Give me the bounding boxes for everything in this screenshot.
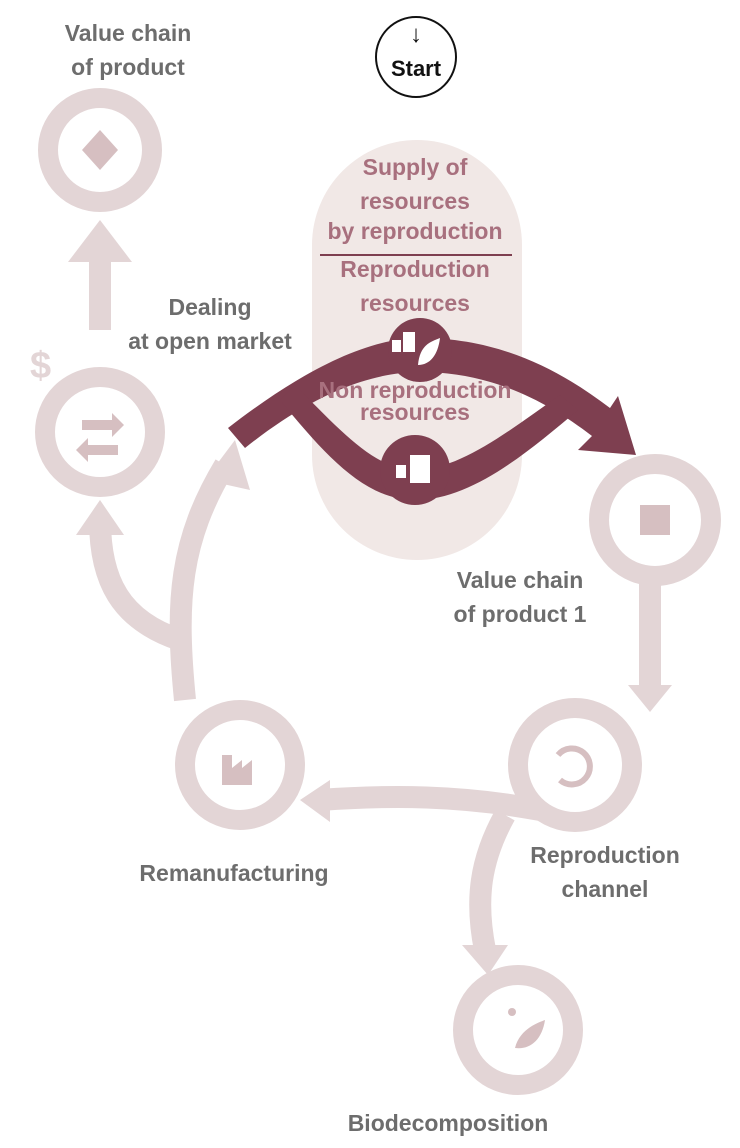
label-dealing-open-market: Dealing at open market [128,294,292,354]
down-arrow-icon: ↓ [410,21,422,48]
label-supply-of-resources: Supply of resources by reproduction [327,154,503,244]
square-icon [640,505,670,535]
upper-flow-band [228,338,636,455]
arrowhead-up-value-chain [68,220,132,262]
label-biodecomposition: Biodecomposition [347,1110,549,1136]
arrowhead-remanufacturing [300,780,330,822]
arrowhead-product1 [628,685,672,712]
leaf-icon-white [418,338,440,365]
node-remanufacturing [175,700,305,830]
arrowhead-biodecomposition [462,945,508,975]
label-reproduction-channel: Reproduction channel [530,842,680,902]
arrowhead-dealing [205,440,250,490]
lower-flow-band [280,385,578,500]
start-marker: ↓ Start [375,16,457,98]
dollar-icon: $ [30,345,51,387]
exchange-arrows-icon [76,413,124,462]
arrow-remanufacturing-to-dealing [169,459,235,702]
node-value-chain-product1 [589,454,721,586]
label-value-chain-product1: Value chain of product 1 [453,567,587,627]
recycle-icon [555,745,593,788]
blocks-icon-large [410,455,430,483]
arrow-loop-to-exchange [89,519,184,651]
node-biodecomposition [453,965,583,1095]
label-reproduction-resources: Reproduction resources [340,256,490,316]
blocks-icon-small [396,465,406,478]
seeds-icon [508,1008,516,1016]
diamond-icon [82,130,118,170]
node-dealing-exchange [35,367,165,497]
node-value-chain-product [38,88,162,212]
resource-flow-arrows [228,338,636,500]
leaf-icon [515,1020,545,1049]
node-reproduction-channel [508,698,642,832]
start-label: Start [390,56,442,81]
label-remanufacturing: Remanufacturing [139,860,329,886]
factory-icon [222,755,252,785]
arrowhead-exchange [76,500,124,535]
arrow-reproduction-to-biodecomposition [469,809,515,953]
blocks-icon [392,340,401,352]
label-value-chain-product: Value chain of product [64,20,192,80]
blocks-icon-tall [403,332,415,352]
arrow-reproduction-to-remanufacturing [319,786,543,821]
label-non-reproduction-resources: Non reproduction resources [318,377,512,425]
